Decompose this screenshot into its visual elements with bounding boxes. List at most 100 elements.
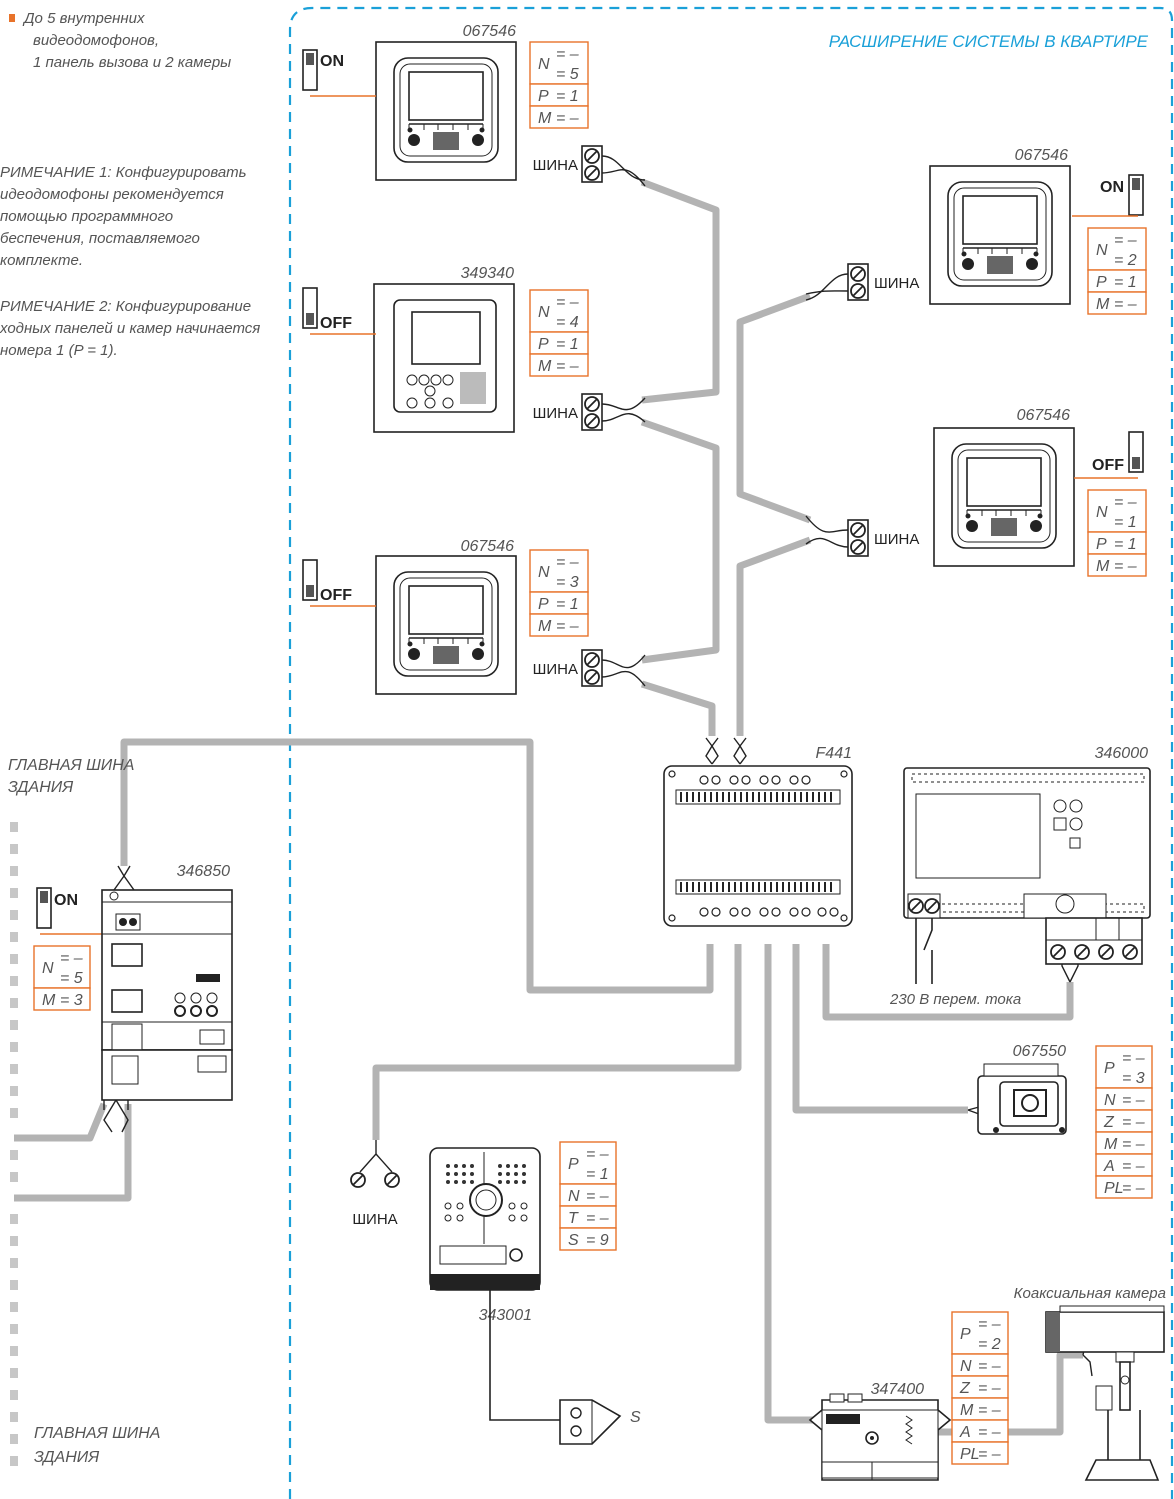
config-key: M bbox=[538, 110, 552, 127]
intro-note: До 5 внутренних видеодомофонов, 1 панель… bbox=[9, 8, 231, 74]
config-key: M bbox=[538, 358, 552, 375]
config-table-adapter: P= –= 2N= –Z= –M= –A= –PL= – bbox=[951, 1311, 1009, 1465]
bus-terminal-m1 bbox=[581, 145, 603, 183]
switch-label-m4: ON bbox=[1100, 179, 1124, 196]
config-key: M bbox=[538, 618, 552, 635]
lock-label: S bbox=[630, 1409, 641, 1426]
note-1-line-1: РИМЕЧАНИЕ 1: Конфигурировать bbox=[0, 164, 247, 181]
monitor-m4 bbox=[929, 165, 1071, 305]
config-value: = 5 bbox=[556, 66, 579, 83]
config-value: = 3 bbox=[556, 574, 579, 591]
config-value: = – bbox=[586, 1188, 609, 1205]
switch-label-m2: OFF bbox=[320, 315, 352, 332]
config-key: P bbox=[538, 88, 549, 105]
mains-label: 230 В перем. тока bbox=[889, 991, 1021, 1008]
config-value: = 9 bbox=[586, 1232, 609, 1249]
config-value: = – bbox=[1114, 296, 1137, 313]
code-347400: 347400 bbox=[871, 1381, 924, 1398]
config-value: = – bbox=[556, 46, 579, 63]
config-value: = – bbox=[978, 1380, 1001, 1397]
note-1: РИМЕЧАНИЕ 1: Конфигурировать идеодомофон… bbox=[0, 162, 247, 272]
config-value: = 1 bbox=[1114, 514, 1137, 531]
switch-label-m1: ON bbox=[320, 53, 344, 70]
config-value: = 1 bbox=[1114, 536, 1137, 553]
config-key: A bbox=[959, 1424, 971, 1441]
config-key: N bbox=[1096, 242, 1108, 259]
cable-m1 bbox=[640, 178, 720, 404]
config-key: P bbox=[1096, 536, 1107, 553]
cable-m2 bbox=[640, 418, 720, 664]
config-value: = – bbox=[1114, 232, 1137, 249]
adapter-347400 bbox=[808, 1393, 952, 1481]
switch-interface bbox=[36, 887, 52, 929]
note-2: РИМЕЧАНИЕ 2: Конфигурирование ходных пан… bbox=[0, 296, 260, 362]
config-key: N bbox=[568, 1188, 580, 1205]
config-key: M bbox=[1096, 296, 1110, 313]
config-cell-adapter-0 bbox=[951, 1311, 1009, 1355]
config-cell-panel-0 bbox=[559, 1141, 617, 1185]
config-cell-m1-2 bbox=[529, 105, 589, 129]
config-value: = – bbox=[556, 554, 579, 571]
config-value: = – bbox=[978, 1424, 1001, 1441]
switch-m1 bbox=[302, 49, 318, 91]
config-value: = – bbox=[556, 110, 579, 127]
monitor-m1 bbox=[375, 41, 517, 181]
interface-346850 bbox=[101, 889, 233, 1133]
building-bus-label-bottom-2: ЗДАНИЯ bbox=[34, 1449, 99, 1466]
building-bus-label-bottom-1: ГЛАВНАЯ ШИНА bbox=[34, 1425, 160, 1442]
cable-in4-camera bbox=[792, 944, 968, 1114]
note-2-line-2: ходных панелей и камер начинается bbox=[0, 320, 261, 337]
coax-camera bbox=[1045, 1305, 1165, 1481]
config-cell-m1-0 bbox=[529, 41, 589, 85]
note-2-line-3: номера 1 (P = 1). bbox=[0, 342, 118, 359]
config-value: = – bbox=[586, 1146, 609, 1163]
power-supply-346000 bbox=[903, 767, 1151, 984]
config-cell-m2-2 bbox=[529, 353, 589, 377]
config-table-camera: P= –= 3N= –Z= –M= –A= –PL= – bbox=[1095, 1045, 1153, 1199]
switch-m5 bbox=[1128, 431, 1144, 473]
config-table-m1: N= –= 5P= 1M= – bbox=[529, 41, 589, 129]
intro-line-2: видеодомофонов, bbox=[33, 32, 160, 49]
config-key: N bbox=[960, 1358, 972, 1375]
config-value: = – bbox=[978, 1446, 1001, 1463]
bus-label-m2: ШИНА bbox=[533, 405, 578, 422]
config-cell-m5-2 bbox=[1087, 553, 1147, 577]
cable-m3-out1 bbox=[640, 680, 716, 736]
bus-terminal-m5 bbox=[847, 519, 869, 557]
code-m4: 067546 bbox=[1015, 147, 1068, 164]
config-value: = – bbox=[556, 358, 579, 375]
config-key: P bbox=[538, 596, 549, 613]
config-value: = – bbox=[1122, 1092, 1145, 1109]
entrance-panel-343001 bbox=[429, 1147, 560, 1421]
bus-label-m1: ШИНА bbox=[533, 157, 578, 174]
config-cell-adapter-5 bbox=[951, 1441, 1009, 1465]
config-value: = 1 bbox=[586, 1166, 609, 1183]
config-key: S bbox=[568, 1232, 579, 1249]
config-value: = – bbox=[556, 618, 579, 635]
cable-building-down-2 bbox=[14, 1104, 132, 1202]
bus-label-m3: ШИНА bbox=[533, 661, 578, 678]
switch-label-m3: OFF bbox=[320, 587, 352, 604]
lock-s bbox=[559, 1399, 622, 1445]
config-key: M bbox=[1096, 558, 1110, 575]
config-key: PL bbox=[1104, 1180, 1124, 1197]
switch-m2 bbox=[302, 287, 318, 329]
config-value: = – bbox=[1114, 558, 1137, 575]
note-1-line-4: беспечения, поставляемого bbox=[0, 230, 200, 247]
cables bbox=[14, 178, 1083, 1436]
config-value: = – bbox=[978, 1402, 1001, 1419]
code-m1: 067546 bbox=[463, 23, 516, 40]
code-f441: F441 bbox=[816, 745, 852, 762]
config-cell-camera-5 bbox=[1095, 1175, 1153, 1199]
config-value: = – bbox=[586, 1210, 609, 1227]
code-m3: 067546 bbox=[461, 538, 514, 555]
config-cell-interface-0 bbox=[33, 945, 91, 989]
note-1-line-5: комплекте. bbox=[0, 252, 84, 269]
config-key: N bbox=[538, 304, 550, 321]
config-value: = 3 bbox=[60, 992, 83, 1009]
config-value: = – bbox=[60, 950, 83, 967]
note-1-line-2: идеодомофоны рекомендуется bbox=[0, 186, 224, 203]
config-key: T bbox=[568, 1210, 579, 1227]
